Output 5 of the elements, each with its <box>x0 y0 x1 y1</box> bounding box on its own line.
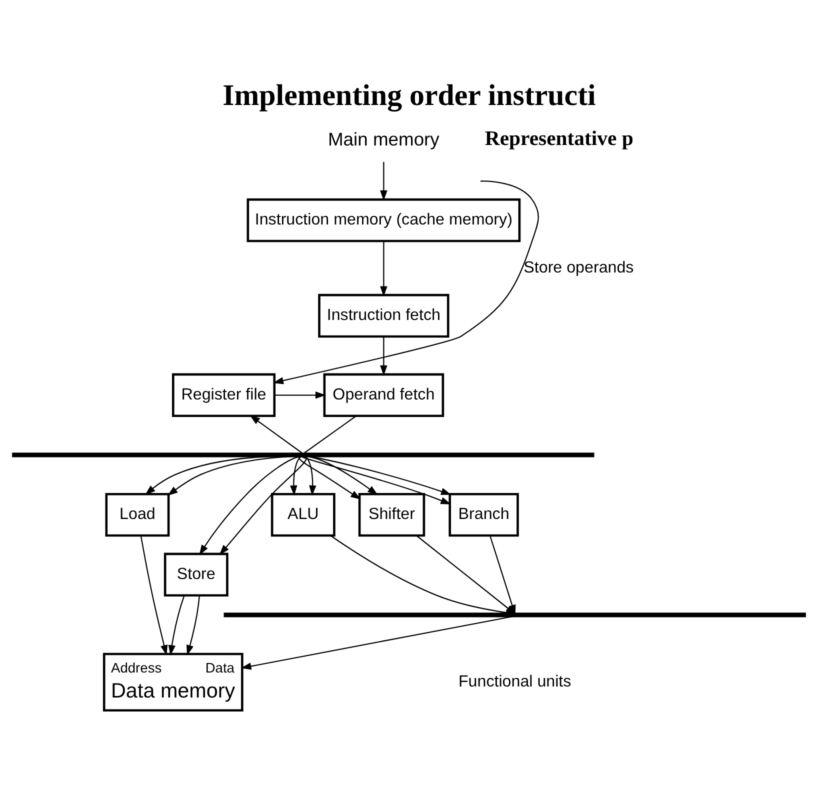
label: Functional units <box>458 672 572 690</box>
edge-label: Store operands <box>524 258 634 276</box>
label: Representative p <box>484 127 634 150</box>
diagram-title: Implementing order instructi <box>222 78 596 112</box>
node-text: Main memory <box>328 128 440 149</box>
